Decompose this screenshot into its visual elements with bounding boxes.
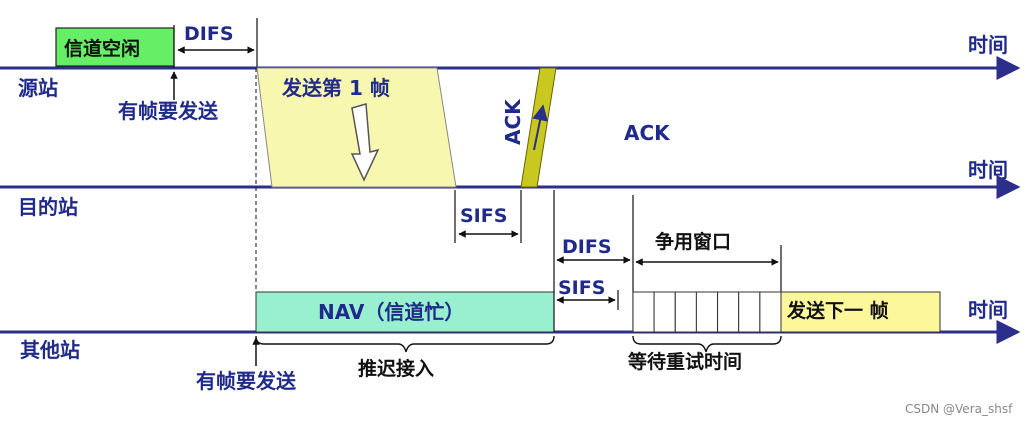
deferred-access-label: 推迟接入 <box>358 357 434 380</box>
time-label-other: 时间 <box>968 298 1008 322</box>
idle-channel-box <box>55 27 175 67</box>
source-difs-label: DIFS <box>184 23 234 45</box>
dest-sifs-label: SIFS <box>460 205 507 227</box>
other-difs-label: DIFS <box>562 236 612 258</box>
backoff-slot <box>738 291 761 333</box>
station-other: 其他站 <box>20 338 80 362</box>
down-arrow-icon <box>350 103 380 182</box>
backoff-slots <box>632 291 782 333</box>
other-has-frame-label: 有帧要发送 <box>196 369 297 393</box>
send-first-frame-label: 发送第 1 帧 <box>281 76 390 100</box>
send-next-frame-label: 发送下一 帧 <box>786 299 889 322</box>
idle-channel-label: 信道空闲 <box>64 37 140 60</box>
station-destination: 目的站 <box>18 195 78 219</box>
ack-up-arrow <box>532 104 548 151</box>
backoff-slot <box>674 291 697 333</box>
station-source: 源站 <box>18 76 58 100</box>
watermark: CSDN @Vera_shsf <box>905 402 1013 416</box>
backoff-wait-label: 等待重试时间 <box>627 350 742 373</box>
backoff-slot <box>717 291 740 333</box>
time-label-source: 时间 <box>968 33 1008 57</box>
other-sifs-label: SIFS <box>558 277 605 299</box>
backoff-slot <box>759 291 782 333</box>
ack-label: ACK <box>624 121 671 145</box>
contention-window-label: 争用窗口 <box>655 230 731 253</box>
nav-busy-bar <box>255 291 555 333</box>
backoff-slot <box>653 291 676 333</box>
backoff-wait-brace <box>632 335 782 353</box>
nav-busy-label: NAV（信道忙） <box>318 300 464 324</box>
source-has-frame-label: 有帧要发送 <box>118 99 219 123</box>
backoff-slot <box>695 291 719 333</box>
time-label-destination: 时间 <box>968 158 1008 182</box>
backoff-slot <box>632 291 655 333</box>
ack-rotated-label: ACK <box>501 98 525 145</box>
next-frame-box <box>780 291 941 333</box>
deferred-access-brace <box>255 335 555 353</box>
